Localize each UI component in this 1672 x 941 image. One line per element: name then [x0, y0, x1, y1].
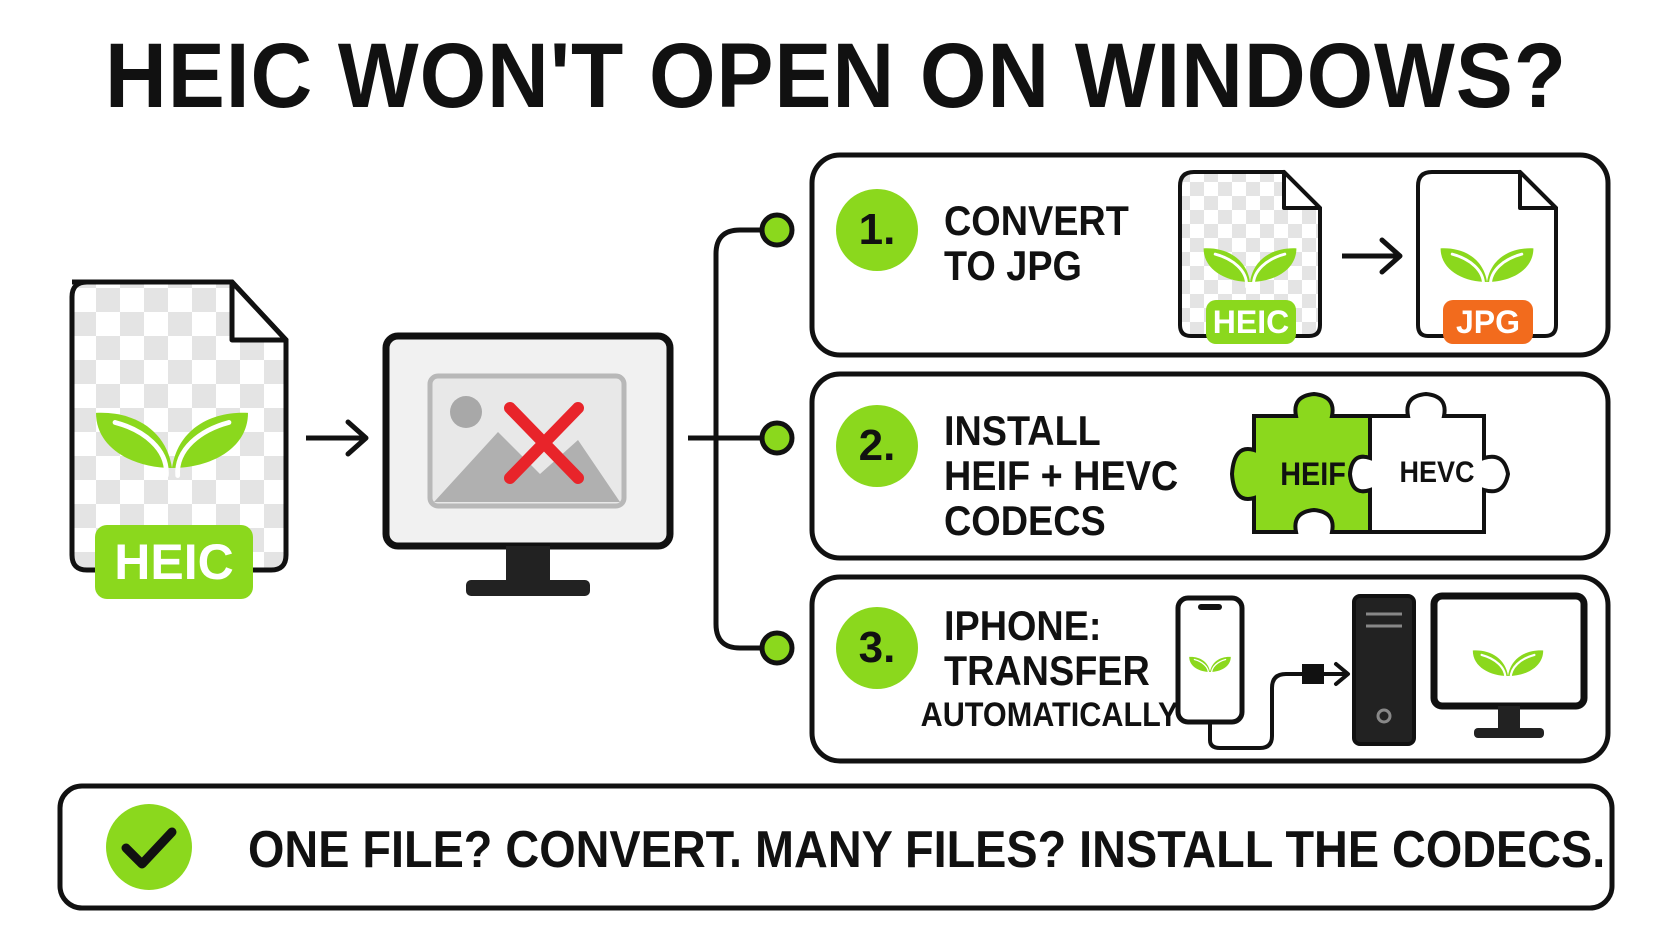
heic-file-small-icon — [1178, 170, 1322, 338]
heic-badge: HEIC — [114, 534, 234, 590]
iphone-icon — [1175, 595, 1245, 725]
heic-file-icon — [69, 279, 289, 599]
error-x-icon — [504, 402, 584, 484]
page-title: HEIC WON'T OPEN ON WINDOWS? — [105, 25, 1567, 127]
checkmark-icon — [121, 827, 177, 869]
monitor-icon — [1430, 592, 1588, 738]
step-number-3: 3. — [836, 607, 918, 689]
monitor-broken-image-icon — [382, 332, 674, 596]
heif-piece-label: HEIF — [1280, 456, 1346, 492]
hevc-piece-label: HEVC — [1399, 456, 1475, 489]
step-number-2: 2. — [836, 405, 918, 487]
summary-card — [57, 783, 1615, 911]
step-1-label: CONVERT TO JPG — [944, 197, 1129, 289]
step-2-label: INSTALL HEIF + HEVC CODECS — [944, 407, 1179, 544]
heic-badge-small: HEIC — [1206, 300, 1296, 344]
pc-tower-icon — [1352, 594, 1416, 746]
arrow-right-icon — [1342, 237, 1403, 275]
branch-connector — [688, 212, 795, 666]
arrow-right-icon — [306, 419, 369, 457]
usb-cable-icon — [1208, 662, 1350, 750]
summary-text: ONE FILE? CONVERT. MANY FILES? INSTALL T… — [248, 821, 1606, 879]
codec-puzzle-icon — [1229, 391, 1511, 534]
step-number-1: 1. — [836, 189, 918, 271]
step-3-label: IPHONE: TRANSFER AUTOMATICALLY — [920, 602, 1179, 734]
check-circle-icon — [106, 804, 192, 890]
jpg-file-small-icon — [1416, 170, 1558, 338]
jpg-badge-small: JPG — [1443, 300, 1533, 344]
